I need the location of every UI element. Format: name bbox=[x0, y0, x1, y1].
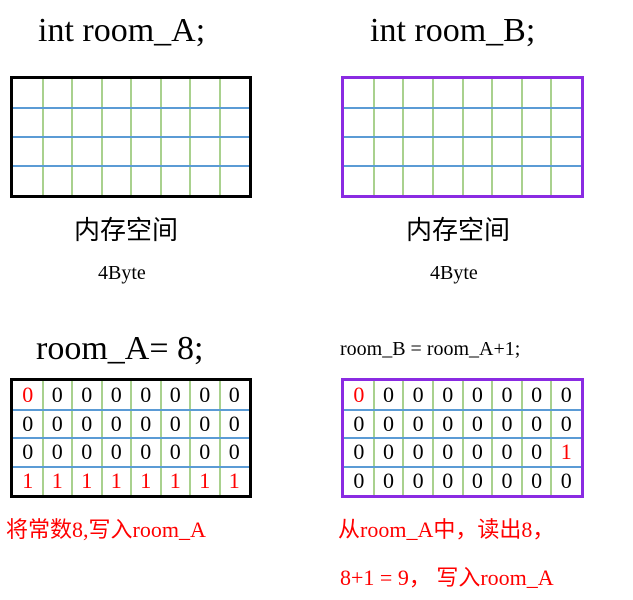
bit-value: 0 bbox=[412, 467, 424, 493]
bit-value: 0 bbox=[140, 439, 152, 465]
room-a-memory-caption: 内存空间 bbox=[74, 216, 179, 246]
bit-value: 1 bbox=[81, 467, 93, 493]
bit-value: 0 bbox=[140, 382, 152, 408]
room-b-declaration: int room_B; bbox=[370, 12, 536, 49]
bit-value: 0 bbox=[412, 439, 424, 465]
bit-value: 1 bbox=[110, 467, 122, 493]
bit-value: 0 bbox=[382, 382, 394, 408]
bit-value: 1 bbox=[560, 439, 572, 465]
bit-value: 0 bbox=[501, 467, 513, 493]
bit-value: 0 bbox=[442, 439, 454, 465]
bit-value: 0 bbox=[442, 467, 454, 493]
room-a-declaration: int room_A; bbox=[38, 12, 206, 49]
byte-row-divider bbox=[13, 165, 249, 167]
bit-value: 0 bbox=[51, 439, 63, 465]
bit-value: 0 bbox=[471, 382, 483, 408]
bit-value: 0 bbox=[560, 410, 572, 436]
bit-value: 0 bbox=[382, 467, 394, 493]
bit-value: 0 bbox=[531, 467, 543, 493]
bit-value: 0 bbox=[442, 382, 454, 408]
bit-value: 0 bbox=[228, 439, 240, 465]
bit-value: 0 bbox=[353, 439, 365, 465]
room-b-assignment: room_B = room_A+1; bbox=[340, 338, 521, 360]
byte-row-divider bbox=[344, 465, 581, 468]
bit-value: 0 bbox=[560, 467, 572, 493]
byte-row-divider bbox=[13, 136, 249, 138]
bit-value: 0 bbox=[531, 439, 543, 465]
byte-row-divider bbox=[13, 437, 249, 439]
bit-value: 0 bbox=[199, 439, 211, 465]
bit-value: 0 bbox=[110, 410, 122, 436]
room-a-write-note: 将常数8,写入room_A bbox=[6, 517, 206, 542]
room-b-size-label: 4Byte bbox=[430, 262, 478, 284]
room-b-write-note: 8+1 = 9， 写入room_A bbox=[340, 565, 554, 590]
bit-value: 0 bbox=[382, 410, 394, 436]
bit-value: 0 bbox=[22, 410, 34, 436]
bit-value: 0 bbox=[110, 439, 122, 465]
bit-value: 0 bbox=[81, 410, 93, 436]
bit-value: 0 bbox=[353, 467, 365, 493]
bit-value: 0 bbox=[199, 410, 211, 436]
byte-row-divider bbox=[344, 437, 581, 439]
bit-value: 0 bbox=[169, 382, 181, 408]
bit-value: 0 bbox=[140, 410, 152, 436]
bit-value: 0 bbox=[169, 410, 181, 436]
bit-value: 0 bbox=[471, 410, 483, 436]
byte-row-divider bbox=[344, 408, 581, 411]
bit-value: 0 bbox=[531, 410, 543, 436]
byte-row-divider bbox=[13, 465, 249, 468]
bit-value: 1 bbox=[199, 467, 211, 493]
bit-value: 1 bbox=[228, 467, 240, 493]
room-b-memory-caption: 内存空间 bbox=[406, 216, 511, 246]
bit-value: 0 bbox=[22, 382, 34, 408]
bit-value: 0 bbox=[412, 410, 424, 436]
byte-row-divider bbox=[344, 136, 581, 138]
bit-value: 0 bbox=[228, 382, 240, 408]
bit-value: 1 bbox=[22, 467, 34, 493]
byte-row-divider bbox=[13, 107, 249, 109]
room-a-size-label: 4Byte bbox=[98, 262, 146, 284]
bit-value: 0 bbox=[353, 410, 365, 436]
bit-value: 0 bbox=[81, 382, 93, 408]
bit-value: 0 bbox=[199, 382, 211, 408]
bit-value: 1 bbox=[51, 467, 63, 493]
room-b-read-note: 从room_A中，读出8， bbox=[338, 517, 555, 542]
byte-row-divider bbox=[344, 165, 581, 167]
bit-value: 0 bbox=[531, 382, 543, 408]
bit-value: 0 bbox=[51, 382, 63, 408]
bit-value: 0 bbox=[51, 410, 63, 436]
room-a-assignment: room_A= 8; bbox=[36, 330, 204, 367]
bit-value: 0 bbox=[353, 382, 365, 408]
bit-value: 0 bbox=[169, 439, 181, 465]
bit-value: 0 bbox=[501, 410, 513, 436]
room-b-memory-block bbox=[341, 76, 584, 198]
bit-value: 0 bbox=[471, 467, 483, 493]
bit-value: 0 bbox=[228, 410, 240, 436]
bit-value: 0 bbox=[412, 382, 424, 408]
room-a-memory-block bbox=[10, 76, 252, 198]
bit-value: 0 bbox=[560, 382, 572, 408]
bit-value: 0 bbox=[471, 439, 483, 465]
bit-value: 0 bbox=[442, 410, 454, 436]
bit-value: 0 bbox=[110, 382, 122, 408]
byte-row-divider bbox=[13, 408, 249, 411]
bit-value: 0 bbox=[501, 439, 513, 465]
bit-value: 1 bbox=[169, 467, 181, 493]
bit-value: 0 bbox=[501, 382, 513, 408]
bit-value: 0 bbox=[81, 439, 93, 465]
byte-row-divider bbox=[344, 107, 581, 109]
bit-value: 0 bbox=[22, 439, 34, 465]
bit-value: 1 bbox=[140, 467, 152, 493]
bit-value: 0 bbox=[382, 439, 394, 465]
